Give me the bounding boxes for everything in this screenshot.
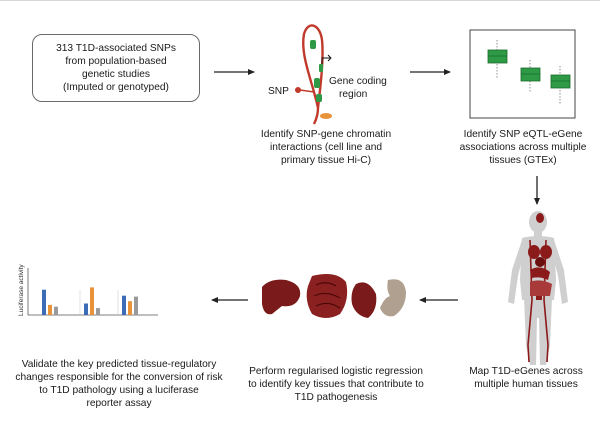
gene-block-4	[319, 64, 323, 72]
luciferase-bar-g3-s1	[122, 295, 126, 315]
luciferase-bar-g3-s3	[134, 296, 138, 315]
luciferase-caption-line-3: to T1D pathology using a luciferase	[39, 385, 199, 396]
map-caption-line-2: multiple human tissues	[474, 379, 578, 390]
chromatin-caption: Identify SNP-gene chromatin interactions…	[236, 128, 416, 167]
regression-caption-line-3: T1D pathogenesis	[294, 392, 378, 403]
chromatin-caption-line-2: interactions (cell line and	[269, 142, 383, 153]
chromatin-loop-illustration	[295, 24, 332, 125]
eqtl-caption: Identify SNP eQTL-eGene associations acr…	[448, 128, 598, 167]
luciferase-bar-g2-s3	[96, 308, 100, 315]
gene-block-1	[310, 40, 316, 49]
input-line-4: (Imputed or genotyped)	[63, 82, 169, 93]
luciferase-y-axis-label: Luciferase activity	[18, 264, 25, 316]
tissue-illustrations	[262, 274, 406, 318]
intestine-shape	[306, 274, 348, 318]
snp-label: SNP	[268, 86, 289, 97]
eqtl-caption-line-3: tissues (GTEx)	[489, 155, 557, 166]
lung-shape	[351, 282, 377, 318]
chromatin-caption-line-3: primary tissue Hi-C)	[281, 155, 371, 166]
luciferase-caption-line-2: changes responsible for the conversion o…	[15, 372, 223, 383]
regression-caption-line-2: to identify key tissues that contribute …	[248, 379, 424, 390]
map-caption: Map T1D-eGenes across multiple human tis…	[456, 365, 596, 391]
gene-block-2	[314, 78, 320, 88]
luciferase-caption: Validate the key predicted tissue-regula…	[4, 358, 234, 410]
luciferase-bar-g3-s2	[128, 301, 132, 315]
regression-caption: Perform regularised logistic regression …	[236, 365, 436, 404]
luciferase-caption-line-4: reporter assay	[86, 398, 152, 409]
liver-shape	[262, 279, 301, 315]
eqtl-caption-line-2: associations across multiple	[459, 142, 587, 153]
eqtl-boxplot-illustration	[469, 29, 576, 119]
map-caption-line-1: Map T1D-eGenes across	[469, 366, 583, 377]
luciferase-bar-g2-s1	[84, 303, 88, 315]
chromatin-caption-line-1: Identify SNP-gene chromatin	[260, 129, 392, 140]
luciferase-chart	[27, 268, 158, 316]
luciferase-bar-g1-s2	[48, 304, 52, 315]
luciferase-caption-line-1: Validate the key predicted tissue-regula…	[21, 359, 217, 370]
gene-block-3	[316, 94, 322, 102]
gene-label-line-1: Gene coding	[329, 76, 387, 87]
input-snps-box: 313 T1D-associated SNPs from population-…	[32, 34, 200, 102]
input-line-2: from population-based	[65, 56, 167, 67]
stomach-shape	[380, 279, 406, 317]
protein-marker	[320, 113, 332, 119]
eqtl-caption-line-1: Identify SNP eQTL-eGene	[463, 129, 583, 140]
input-line-3: genetic studies	[82, 69, 150, 80]
input-line-1: 313 T1D-associated SNPs	[56, 43, 176, 54]
snp-marker	[295, 87, 301, 93]
regression-caption-line-1: Perform regularised logistic regression	[249, 366, 423, 377]
luciferase-bar-g1-s3	[54, 306, 58, 315]
luciferase-bar-g2-s2	[90, 287, 94, 315]
gene-label-line-2: region	[339, 89, 368, 100]
human-body-illustration	[508, 211, 568, 365]
luciferase-bar-g1-s1	[42, 289, 46, 315]
